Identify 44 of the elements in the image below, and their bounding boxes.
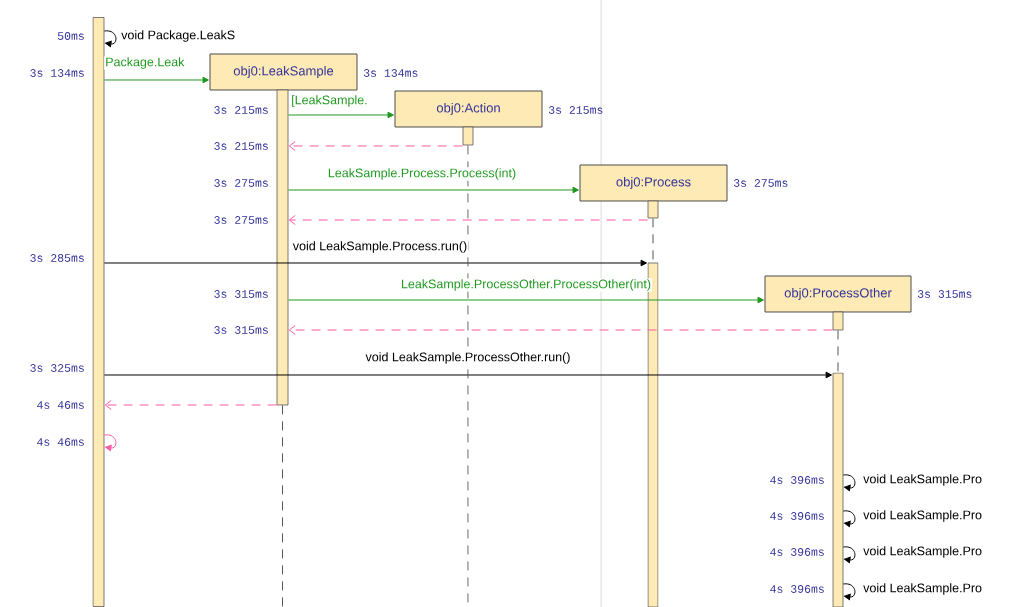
timestamp: 3s 315ms xyxy=(917,290,972,298)
object-box: obj0:ProcessOther xyxy=(764,275,912,313)
message-arrow xyxy=(103,76,209,84)
message-arrow xyxy=(103,371,832,379)
message-label: LeakSample.ProcessOther.ProcessOther(int) xyxy=(399,278,653,292)
return-arrow xyxy=(104,400,278,410)
message-label: void LeakSample.Pro xyxy=(862,473,983,487)
return-arrow xyxy=(288,215,649,225)
return-arrow xyxy=(288,325,834,335)
message-label: void LeakSample.Pro xyxy=(862,509,983,523)
return-arrow xyxy=(288,141,464,151)
activation-bar xyxy=(462,126,474,146)
message-label: void LeakSample.ProcessOther.run() xyxy=(364,351,572,365)
self-call-arrow xyxy=(103,30,117,48)
self-call-arrow xyxy=(842,510,856,528)
message-label: void Package.LeakS xyxy=(120,29,237,43)
message-arrow xyxy=(103,259,647,267)
self-call-arrow xyxy=(842,583,856,601)
timestamp: 3s 215ms xyxy=(214,106,268,114)
self-call-arrow xyxy=(842,546,856,564)
self-call-arrow xyxy=(103,434,117,452)
message-arrow xyxy=(287,111,394,119)
message-arrow xyxy=(287,186,579,194)
lifeline xyxy=(282,404,283,607)
activation-bar xyxy=(832,372,844,607)
timestamp: 3s 275ms xyxy=(733,179,788,187)
object-box: obj0:Action xyxy=(394,90,543,128)
activation-bar xyxy=(92,17,105,607)
message-label: Package.Leak xyxy=(104,56,186,70)
message-label: void LeakSample.Process.run() xyxy=(291,240,469,254)
timestamp: 3s 134ms xyxy=(363,69,418,77)
message-label: void LeakSample.Pro xyxy=(862,582,983,596)
activation-bar xyxy=(647,200,659,219)
object-box: obj0:LeakSample xyxy=(209,53,358,91)
message-label: LeakSample.Process.Process(int) xyxy=(326,167,518,181)
message-label: [LeakSample. xyxy=(290,94,369,108)
lifeline xyxy=(837,329,839,374)
message-label: void LeakSample.Pro xyxy=(862,545,983,559)
message-arrow xyxy=(287,296,764,304)
activation-bar xyxy=(832,311,844,331)
activation-bar xyxy=(276,89,289,406)
object-box: obj0:Process xyxy=(579,164,728,202)
timestamp: 3s 215ms xyxy=(548,106,603,114)
self-call-arrow xyxy=(842,474,856,492)
